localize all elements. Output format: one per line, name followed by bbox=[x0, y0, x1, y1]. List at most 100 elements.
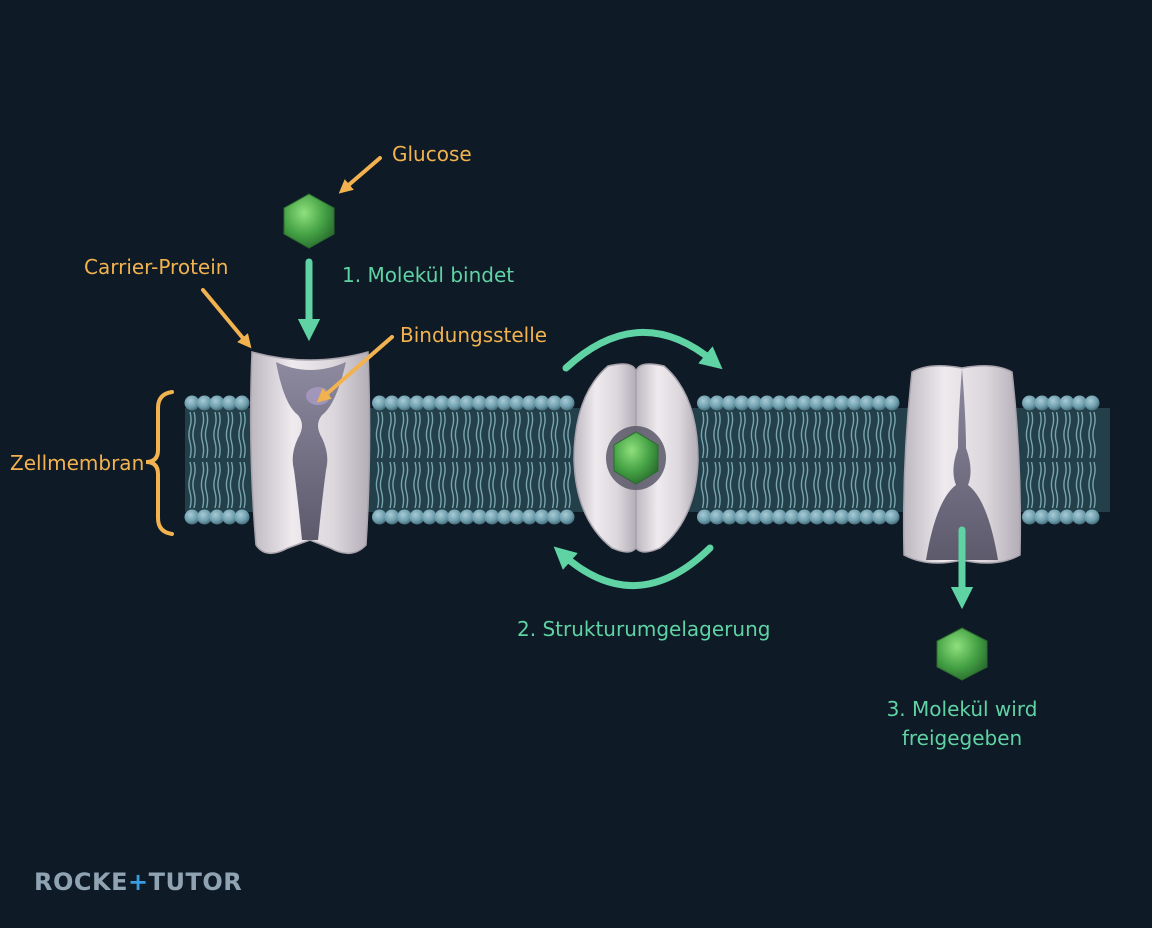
lipid-head bbox=[184, 509, 200, 525]
lipid-head bbox=[484, 509, 500, 525]
glucose-molecule-icon bbox=[613, 431, 659, 485]
lipid-tail bbox=[738, 411, 746, 459]
lipid-head bbox=[384, 509, 400, 525]
lipid-head bbox=[809, 395, 825, 411]
lipid-head bbox=[409, 509, 425, 525]
lipid-tail bbox=[425, 461, 434, 509]
lipid-head bbox=[722, 395, 737, 411]
lipid-tail bbox=[750, 411, 759, 459]
lipid-head bbox=[734, 395, 750, 411]
brace-icon bbox=[145, 390, 174, 536]
carrier-protein-label: Carrier-Protein bbox=[84, 255, 228, 279]
lipid-tail bbox=[888, 411, 896, 459]
lipid-tail bbox=[825, 461, 834, 509]
step3-label-line2: freigegeben bbox=[902, 726, 1022, 750]
lipid-tail bbox=[1050, 411, 1059, 459]
lipid-tail bbox=[375, 461, 384, 509]
lipid-head bbox=[197, 509, 212, 525]
cell-membrane-label: Zellmembran bbox=[10, 451, 144, 475]
lipid-tail bbox=[238, 411, 246, 459]
glucose-molecule-icon bbox=[936, 627, 988, 681]
lipid-tail bbox=[700, 461, 709, 509]
lipid-head bbox=[447, 395, 462, 411]
lipid-tail bbox=[225, 461, 234, 509]
lipid-tail bbox=[725, 411, 734, 459]
lipid-head bbox=[534, 509, 550, 525]
lipid-tail bbox=[400, 461, 409, 509]
lipid-tail bbox=[513, 461, 521, 509]
lipid-head bbox=[1022, 509, 1037, 525]
lipid-tail bbox=[1063, 411, 1071, 459]
lipid-head bbox=[747, 509, 762, 525]
lipid-head bbox=[447, 509, 462, 525]
lipid-head bbox=[209, 395, 225, 411]
lipid-head bbox=[747, 395, 762, 411]
lipid-head bbox=[1034, 395, 1050, 411]
lipid-head bbox=[384, 395, 400, 411]
lipid-tail bbox=[475, 411, 484, 459]
lipid-heads-bottom bbox=[184, 509, 1100, 525]
lipid-tail bbox=[200, 411, 209, 459]
lipid-tail bbox=[525, 461, 534, 509]
lipid-head bbox=[459, 395, 475, 411]
lipid-tail bbox=[388, 461, 396, 509]
lipid-head bbox=[472, 509, 487, 525]
lipid-head bbox=[872, 509, 887, 525]
lipid-tail bbox=[513, 411, 521, 459]
lipid-head bbox=[772, 395, 787, 411]
lipid-head bbox=[872, 395, 887, 411]
lipid-tail bbox=[413, 411, 421, 459]
carrier-protein-occluded bbox=[573, 363, 699, 553]
lipid-tail bbox=[1038, 411, 1046, 459]
lipid-head bbox=[709, 395, 725, 411]
arrow-icon bbox=[316, 335, 394, 403]
lipid-tail bbox=[550, 411, 559, 459]
lipid-tail bbox=[438, 461, 446, 509]
lipid-head bbox=[734, 509, 750, 525]
lipid-tail bbox=[550, 461, 559, 509]
lipid-tail bbox=[438, 411, 446, 459]
lipid-tail bbox=[563, 461, 571, 509]
lipid-tail bbox=[875, 411, 884, 459]
lipid-head bbox=[859, 509, 875, 525]
lipid-tail bbox=[1075, 411, 1084, 459]
lipid-head bbox=[459, 509, 475, 525]
binding-site-label: Bindungsstelle bbox=[400, 323, 547, 347]
lipid-head bbox=[784, 395, 800, 411]
lipid-tail bbox=[475, 461, 484, 509]
lipid-tail bbox=[463, 411, 471, 459]
lipid-tail bbox=[488, 461, 496, 509]
lipid-tail bbox=[725, 461, 734, 509]
lipid-head bbox=[797, 509, 812, 525]
lipid-head bbox=[859, 395, 875, 411]
lipid-head bbox=[834, 509, 850, 525]
lipid-head bbox=[422, 509, 437, 525]
lipid-head bbox=[497, 509, 512, 525]
lipid-tail bbox=[463, 461, 471, 509]
lipid-head bbox=[522, 509, 537, 525]
lipid-tail bbox=[450, 461, 459, 509]
glucose-molecule-icon bbox=[283, 193, 335, 249]
lipid-head bbox=[184, 395, 200, 411]
lipid-tail bbox=[813, 461, 821, 509]
lipid-tail bbox=[188, 461, 196, 509]
lipid-head bbox=[1084, 395, 1100, 411]
lipid-tail bbox=[888, 461, 896, 509]
lipid-tail bbox=[700, 411, 709, 459]
lipid-head bbox=[509, 395, 525, 411]
lipid-head bbox=[822, 395, 837, 411]
lipid-tail bbox=[538, 411, 546, 459]
lipid-tail bbox=[388, 411, 396, 459]
lipid-head bbox=[434, 509, 450, 525]
arrow-icon bbox=[338, 156, 382, 194]
step1-label: 1. Molekül bindet bbox=[342, 263, 514, 287]
lipid-tail bbox=[563, 411, 571, 459]
lipid-tail bbox=[713, 461, 721, 509]
lipid-head bbox=[372, 395, 387, 411]
lipid-tail bbox=[713, 411, 721, 459]
lipid-head bbox=[222, 395, 237, 411]
cycle-arrow-icon bbox=[562, 329, 723, 372]
lipid-tail bbox=[875, 461, 884, 509]
lipid-head bbox=[797, 395, 812, 411]
